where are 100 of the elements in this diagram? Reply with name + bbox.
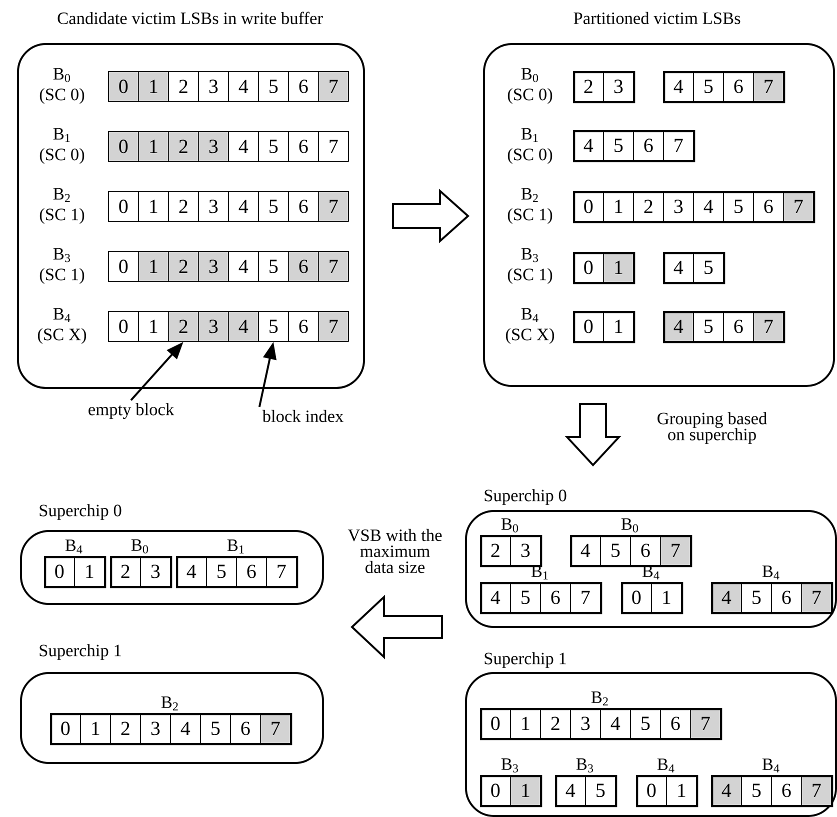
block-cell: 0	[108, 71, 139, 102]
block-cell: 7	[266, 556, 297, 587]
block-cell: 5	[741, 582, 772, 613]
block-arrow	[350, 594, 443, 660]
block-cell: 5	[693, 71, 724, 102]
node-label: B$_{3}$	[576, 758, 594, 772]
block-cell: 3	[510, 535, 541, 566]
block-cell: 1	[138, 131, 169, 162]
block-group	[573, 311, 636, 344]
block-cell: 5	[693, 311, 724, 342]
block-group	[573, 130, 696, 162]
node-label: Superchip 0	[484, 489, 566, 505]
block-cell: 7	[570, 582, 601, 613]
node-label: 4	[674, 260, 684, 274]
node-label: Superchip 0	[40, 504, 122, 520]
block-arrow	[564, 403, 622, 466]
row-label: B$_{3}$ (SC 1)	[508, 248, 552, 284]
block-cell: 1	[603, 311, 634, 342]
block-cell: 2	[110, 713, 141, 744]
block-cell: 5	[258, 191, 289, 222]
node-label: B$_{0}$	[501, 518, 518, 532]
block-cell: 3	[198, 191, 229, 222]
block-cell: 3	[603, 71, 634, 102]
block-cell: 4	[228, 191, 259, 222]
block-cell: 7	[318, 191, 349, 222]
node-label: 2	[584, 80, 592, 94]
node-label: 2	[121, 564, 130, 578]
node-label: B$_{1}$	[227, 540, 244, 554]
block-cell: 5	[510, 582, 541, 613]
node-label: 0	[584, 320, 593, 334]
block-cell: 7	[753, 71, 784, 102]
node-label: 0	[584, 200, 593, 214]
block-cell: 7	[801, 775, 832, 806]
node-label: 2	[491, 544, 500, 558]
node-label: 0	[632, 590, 641, 604]
row-label: B$_{0}$ (SC 0)	[508, 68, 552, 104]
node-label: 0	[55, 564, 64, 578]
block-cell: 3	[140, 713, 171, 744]
block-cell: 4	[228, 311, 259, 342]
node-label: B$_{0}$	[621, 518, 638, 532]
block-cell: 1	[510, 708, 541, 739]
block-cell: 5	[200, 713, 231, 744]
row-label: B$_{4}$ (SC X)	[38, 308, 86, 344]
node-label: 0	[119, 200, 128, 214]
row-label: B$_{2}$ (SC 1)	[40, 188, 84, 224]
block-cell: 5	[600, 535, 631, 566]
block-group	[573, 71, 636, 104]
node-label: Superchip 1	[40, 644, 121, 660]
node-label: 0	[119, 320, 128, 334]
block-group	[108, 311, 349, 342]
block-cell: 1	[80, 713, 111, 744]
block-cell: 4	[228, 251, 259, 282]
block-cell: 1	[651, 582, 682, 613]
block-cell: 1	[666, 775, 697, 806]
block-cell: 4	[600, 708, 631, 739]
block-group	[663, 71, 786, 104]
block-cell: 5	[258, 311, 289, 342]
block-cell: 7	[260, 713, 291, 744]
block-cell: 1	[138, 251, 169, 282]
block-group	[663, 252, 726, 284]
block-cell: 1	[603, 252, 634, 283]
row-label: B$_{1}$ (SC 0)	[508, 128, 552, 164]
block-cell: 5	[723, 191, 754, 222]
block-cell: 5	[258, 131, 289, 162]
block-cell: 2	[168, 251, 199, 282]
block-cell: 1	[603, 191, 634, 222]
block-group	[108, 71, 349, 102]
block-cell: 0	[480, 775, 511, 806]
block-cell: 5	[585, 775, 616, 806]
node-label: 4	[566, 784, 576, 797]
block-cell: 5	[630, 708, 661, 739]
annotation-text: empty block	[88, 403, 174, 419]
block-cell: 7	[318, 251, 349, 282]
block-cell: 0	[108, 131, 139, 162]
block-cell: 7	[318, 71, 349, 102]
block-cell: 7	[753, 311, 784, 342]
block-cell: 3	[663, 191, 694, 222]
node-label: B$_{4}$	[65, 540, 82, 554]
block-group	[108, 251, 349, 282]
block-cell: 3	[570, 708, 601, 739]
node-label: Superchip 1	[484, 652, 566, 668]
block-cell: 3	[198, 311, 229, 342]
row-label: B$_{4}$ (SC X)	[506, 308, 554, 344]
row-label: B$_{2}$ (SC 1)	[508, 188, 552, 224]
node-label: 4	[186, 564, 196, 578]
node-label: B$_{3}$	[501, 758, 518, 772]
block-cell: 2	[633, 191, 664, 222]
block-cell: 6	[288, 251, 319, 282]
block-group	[663, 311, 786, 344]
block-cell: 1	[510, 775, 541, 806]
block-cell: 7	[663, 130, 694, 161]
block-cell: 5	[693, 252, 724, 283]
block-cell: 7	[318, 311, 349, 342]
node-label: 0	[647, 784, 656, 798]
block-group	[108, 191, 349, 222]
node-label: 4	[584, 138, 594, 152]
block-cell: 3	[198, 71, 229, 102]
block-cell: 4	[170, 713, 201, 744]
node-label: B$_{4}$	[762, 566, 780, 580]
block-cell: 2	[540, 708, 571, 739]
